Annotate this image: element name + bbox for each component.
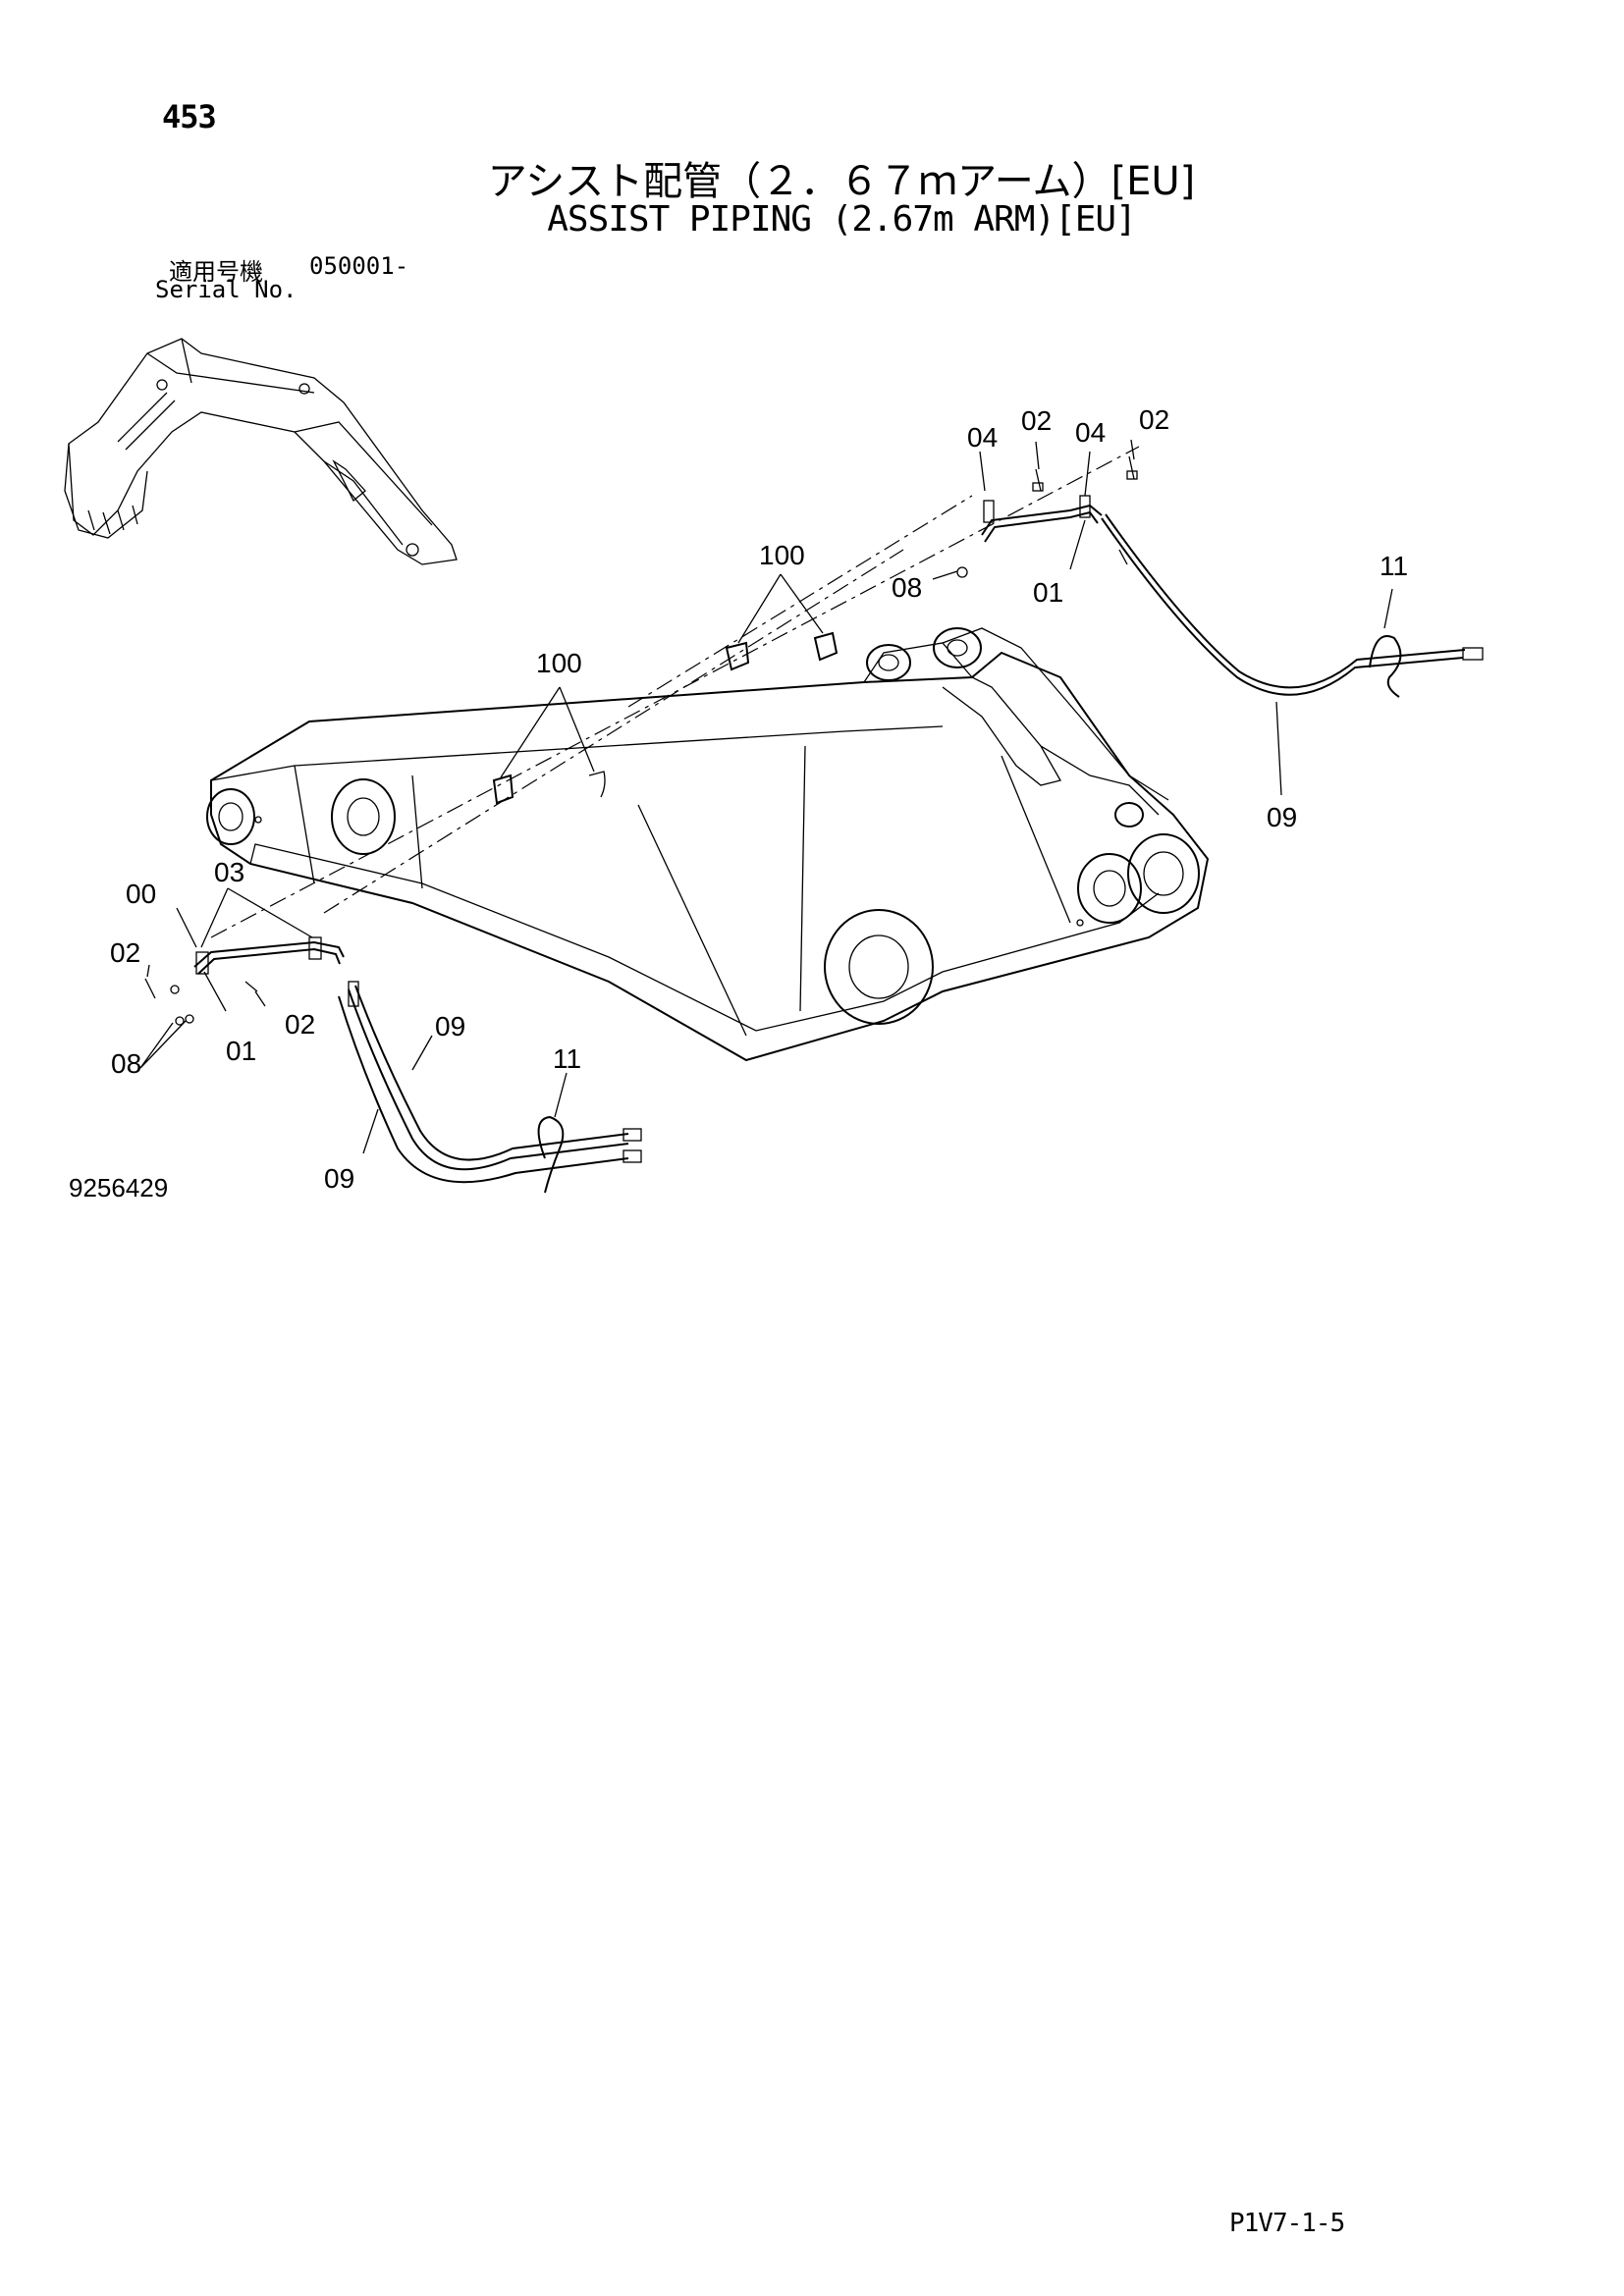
callout-01-lower: 01 [226, 1036, 256, 1066]
callout-08-lower: 08 [111, 1048, 141, 1079]
callout-09-upper: 09 [1267, 802, 1297, 832]
callout-100-upper: 100 [759, 540, 805, 570]
callout-01-upper: 01 [1033, 577, 1063, 608]
serial-label-english: Serial No. [155, 276, 298, 303]
title-english: ASSIST PIPING (2.67m ARM)[EU] [547, 199, 1137, 240]
callout-03: 03 [214, 857, 244, 887]
lower-pipe-assembly [144, 936, 642, 1194]
callout-11-lower: 11 [553, 1043, 581, 1074]
clamps-100 [492, 631, 839, 805]
callout-08-upper: 08 [892, 572, 922, 603]
serial-label-japanese: 適用号機 [169, 258, 263, 286]
title-japanese: アシスト配管（２．６７ｍアーム）[EU] [487, 159, 1196, 204]
callout-02-upper-right: 02 [1139, 404, 1169, 435]
callout-04-upper-left: 04 [967, 422, 998, 453]
page-code: P1V7-1-5 [1229, 2209, 1345, 2238]
serial-range: 050001- [309, 252, 409, 280]
page-number: 453 [162, 98, 217, 135]
callout-02-lower-right: 02 [285, 1009, 315, 1040]
drawing-number: 9256429 [69, 1173, 169, 1202]
callout-00: 00 [126, 879, 156, 909]
callout-09-lower-upper: 09 [435, 1011, 465, 1041]
callout-02-lower-left: 02 [110, 937, 140, 968]
callout-labels: 04 02 04 02 100 08 01 11 100 09 00 03 02… [110, 404, 1408, 1194]
assembly-centerlines [210, 446, 1140, 938]
callout-04-upper-right: 04 [1075, 417, 1106, 448]
upper-pipe-assembly [956, 455, 1484, 698]
callout-100-lower: 100 [536, 648, 582, 678]
leader-lines [139, 439, 1393, 1154]
excavator-locator-thumbnail [64, 338, 458, 565]
arm-body [206, 627, 1210, 1062]
callout-02-upper-left: 02 [1021, 405, 1052, 436]
callout-11-upper: 11 [1380, 551, 1408, 581]
callout-09-lower-bottom: 09 [324, 1163, 354, 1194]
